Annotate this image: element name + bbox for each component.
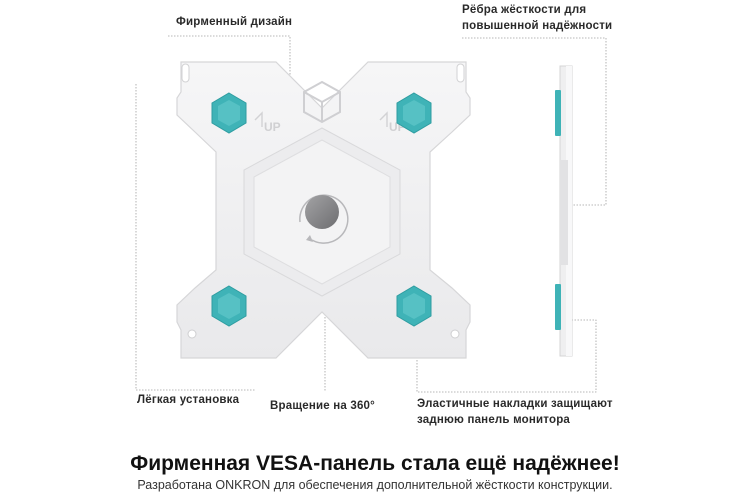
leader-easy-install (135, 84, 255, 391)
label-ribs-line2: повышенной надёжности (462, 20, 613, 32)
label-pads-line1: Эластичные накладки защищают (417, 398, 613, 410)
side-rib (560, 160, 568, 265)
leader-branded-design (168, 35, 291, 92)
rotation-arc-icon (299, 194, 349, 244)
subheadline: Разработана ONKRON для обеспечения допол… (137, 478, 613, 492)
rotation-arrow-icon (306, 235, 313, 242)
label-pads-line2: заднюю панель монитора (417, 414, 571, 426)
leader-pads (416, 300, 597, 393)
headline: Фирменная VESA-панель стала ещё надёжнее… (130, 452, 620, 475)
up-label-left: UP (264, 120, 281, 134)
rotation-knob (305, 195, 339, 229)
side-pad-bottom (555, 284, 561, 330)
up-arrow-icon-right (379, 111, 388, 127)
label-ribs-line1: Рёбра жёсткости для (462, 4, 587, 16)
hole-bottom-right (450, 329, 460, 339)
onkron-logo-icon (303, 80, 341, 124)
hole-bottom-left (187, 329, 197, 339)
elastic-pad-bottom-right (396, 285, 432, 327)
side-pad-top (555, 90, 561, 136)
label-rotation: Вращение на 360° (270, 400, 375, 412)
elastic-pad-bottom-left (211, 285, 247, 327)
notch-top-right (456, 63, 465, 83)
notch-top-left (181, 63, 190, 83)
up-arrow-icon-left (254, 111, 263, 127)
elastic-pad-top-left (211, 92, 247, 134)
side-view-plate (555, 65, 573, 357)
elastic-pad-top-right (396, 92, 432, 134)
label-branded-design: Фирменный дизайн (176, 16, 293, 28)
label-easy-install: Лёгкая установка (137, 394, 240, 406)
leader-ribs (462, 37, 607, 206)
